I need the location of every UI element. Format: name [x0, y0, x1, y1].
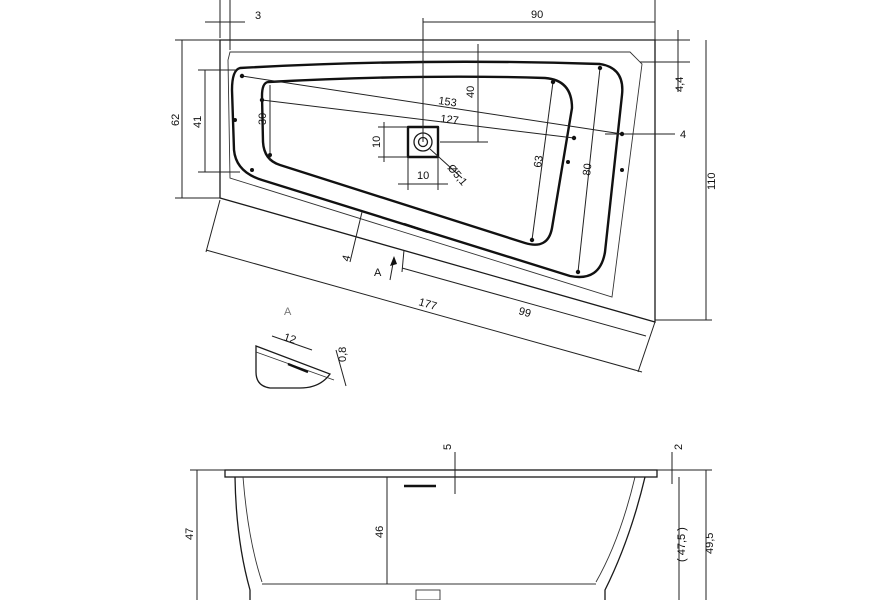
dim-44-label: 4,4 — [674, 77, 686, 92]
dim-153-label: 153 — [438, 95, 458, 109]
dim-5-label: 5 — [442, 444, 454, 450]
marker-dot — [566, 160, 570, 164]
dim-127-label: 127 — [440, 113, 460, 127]
dim-63-end-b — [529, 237, 535, 243]
dim-177-label: 177 — [417, 296, 438, 313]
dim-41-label: 41 — [192, 116, 204, 128]
dim-495-label: 49,5 — [704, 533, 716, 554]
dim-40-label: 40 — [465, 86, 477, 98]
detail-a-dim-12-line — [271, 335, 313, 351]
dim-46-label: 46 — [374, 526, 386, 538]
dim-110-label: 110 — [706, 172, 718, 190]
dim-63-end-a — [550, 79, 556, 85]
section-marker-arrowhead — [390, 256, 397, 266]
dim-80-end-b — [575, 269, 581, 275]
dim-4-front-label: 4 — [340, 254, 353, 263]
dim-475-label: ( 47,5 ) — [676, 527, 688, 562]
dim-153-end-b — [619, 131, 625, 137]
marker-dot — [233, 118, 237, 122]
side-rim — [224, 469, 658, 478]
drain-diameter-leader — [429, 148, 463, 179]
detail-a: A 12 0,8 — [255, 306, 349, 389]
detail-a-width-label: 12 — [282, 331, 297, 346]
dim-47-label: 47 — [184, 528, 196, 540]
rim-inner-outline — [227, 51, 643, 298]
overflow-slot — [403, 222, 429, 234]
dim-10h-label: 10 — [417, 170, 429, 182]
dim-30-label: 30 — [257, 113, 269, 125]
basin-floor-outline — [260, 75, 574, 246]
detail-a-profile — [255, 345, 332, 389]
dim-80-line — [577, 67, 601, 273]
dim-90-label: 90 — [531, 9, 543, 21]
marker-dot — [620, 168, 624, 172]
top-view: Ø5,1 3 90 4,4 4 110 62 41 — [170, 0, 718, 373]
section-marker-label: A — [374, 267, 382, 279]
side-inner-shell — [242, 476, 636, 583]
detail-a-title: A — [284, 306, 292, 318]
dim-177-ext-left — [205, 199, 221, 253]
dim-62-label: 62 — [170, 114, 182, 126]
detail-a-thickness-label: 0,8 — [337, 347, 349, 362]
dim-80-end-a — [597, 65, 603, 71]
detail-a-slot — [287, 362, 309, 374]
side-outer-shell — [234, 476, 646, 600]
dim-4-front-line — [349, 211, 363, 263]
dim-127-end-b — [571, 135, 577, 141]
side-drain — [415, 589, 441, 600]
dim-153-end-a — [239, 73, 245, 79]
dim-99-label: 99 — [517, 305, 532, 320]
marker-dot — [250, 168, 254, 172]
dim-80-label: 80 — [581, 163, 594, 177]
dim-2-label: 2 — [673, 444, 685, 450]
dim-10v-label: 10 — [371, 136, 383, 148]
dim-153-line — [241, 75, 623, 135]
drain-diameter-label: Ø5,1 — [445, 162, 470, 188]
dim-63-label: 63 — [532, 155, 546, 169]
dim-3-label: 3 — [255, 10, 261, 22]
dim-4-right-label: 4 — [680, 129, 686, 141]
side-view: 5 2 47 46 ( 47,5 ) 49,5 — [184, 444, 716, 600]
dim-177-ext-right — [637, 321, 656, 373]
dim-99-line — [401, 267, 647, 337]
detail-a-dim-08-line — [335, 349, 347, 387]
dim-63-line — [531, 81, 554, 241]
dim-127-end-a — [259, 97, 265, 103]
dim-177-line — [205, 249, 643, 373]
dim-127-line — [261, 99, 575, 139]
marker-dot — [268, 153, 272, 157]
